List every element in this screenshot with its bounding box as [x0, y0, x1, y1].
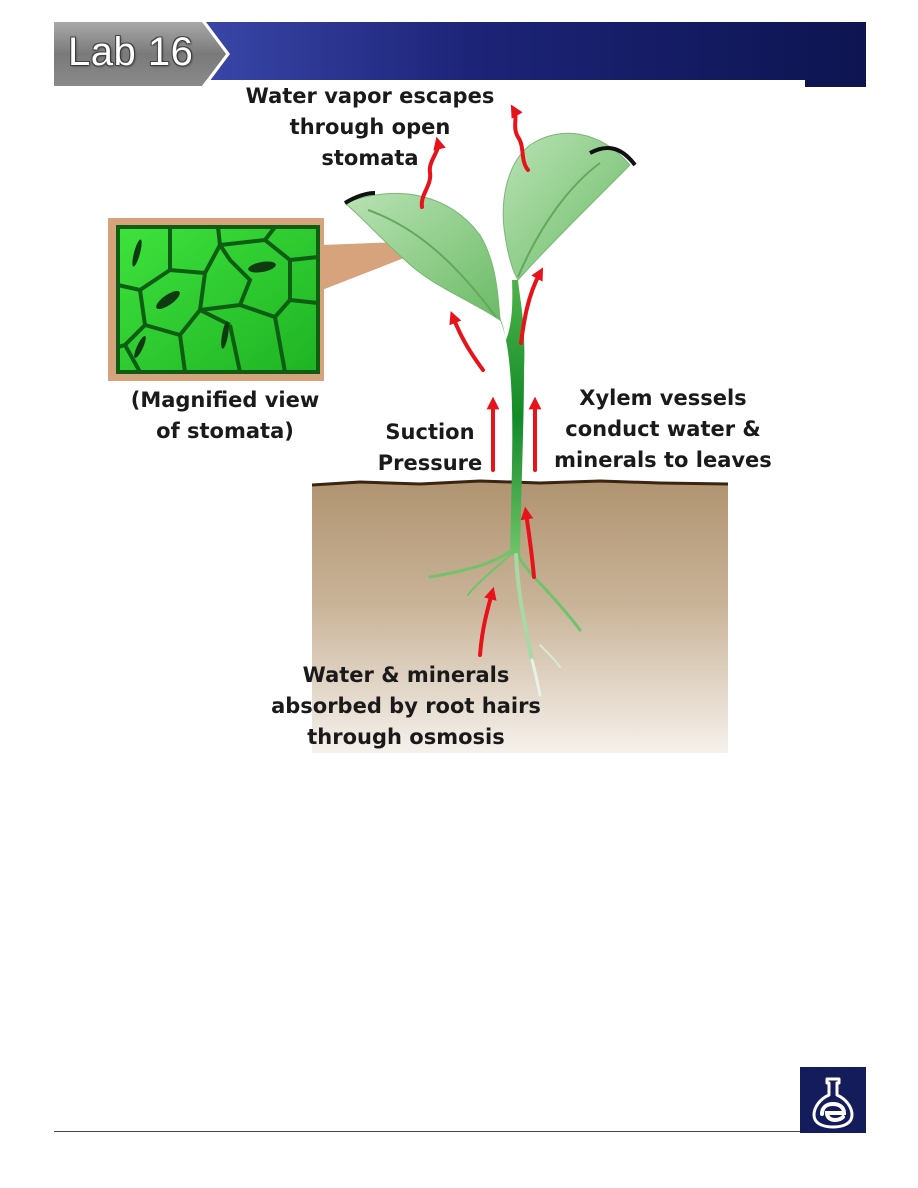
suction-pressure-label: Suction Pressure [377, 420, 483, 475]
plant-leaves [343, 132, 637, 321]
soil-surface [311, 479, 729, 487]
leaf-arrow-left [449, 311, 485, 372]
header-notch [805, 80, 866, 87]
plant-stem [498, 280, 525, 555]
magnified-view-label: (Magnified view of stomata) [130, 388, 320, 443]
lab-tab [54, 22, 234, 86]
plant-roots [428, 548, 582, 697]
root-absorption-label: Water & minerals absorbed by root hairs … [271, 663, 541, 749]
page-title: Lab 16 [68, 30, 194, 74]
flask-logo-icon [800, 1067, 866, 1133]
vapor-arrow-left [419, 136, 446, 209]
vapor-label: Water vapor escapes through open stomata [245, 84, 495, 170]
root-arrow-left [478, 586, 497, 657]
soil [312, 481, 728, 753]
stomata-magnified-view [108, 218, 324, 381]
leaf-arrow-right [519, 267, 544, 345]
diagram-svg [108, 104, 729, 753]
left-leaf [344, 193, 501, 321]
header-underline [108, 80, 805, 87]
header-bar [202, 22, 866, 86]
water-flow-arrows [419, 104, 544, 657]
plant-transpiration-diagram: Water vapor escapes through open stomata… [100, 84, 780, 755]
vapor-arrow-right [510, 104, 530, 172]
xylem-label: Xylem vessels conduct water & minerals t… [554, 386, 772, 472]
footer-divider [54, 1131, 802, 1132]
root-arrow-right [520, 506, 536, 579]
